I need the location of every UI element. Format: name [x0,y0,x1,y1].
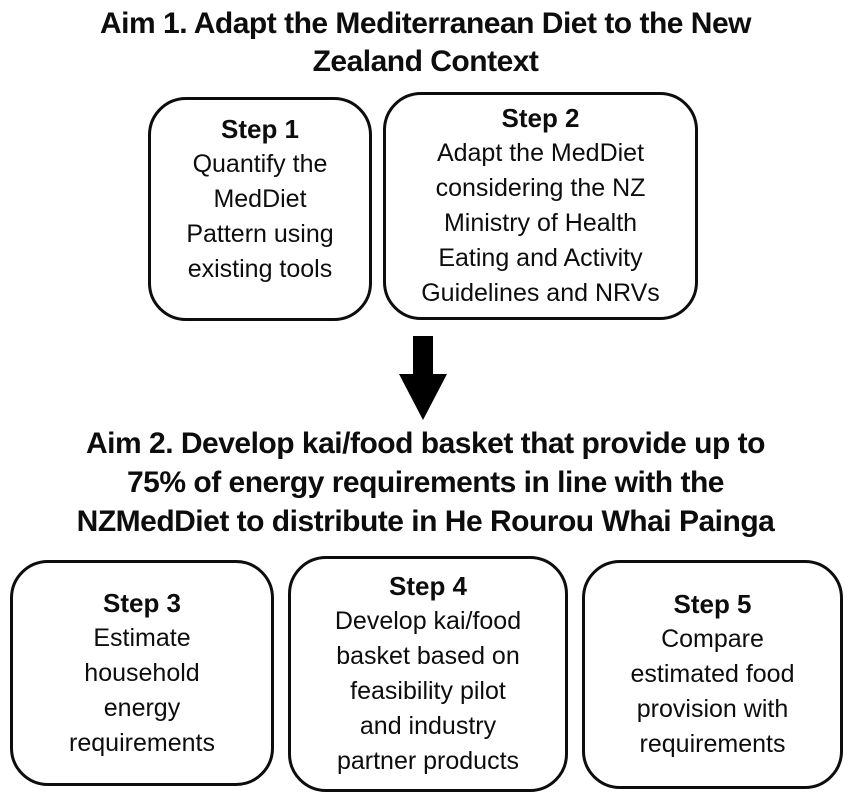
step1-label: Step 1 [220,113,300,144]
step2-body: Adapt the MedDiet considering the NZ Min… [421,139,660,307]
step2-label: Step 2 [501,103,580,133]
step2-box: Step 2 Adapt the MedDiet considering the… [383,92,698,320]
step4-body: Develop kai/food basket based on feasibi… [334,607,522,775]
step1-box: Step 1 Quantify the MedDiet Pattern usin… [148,97,372,321]
aim2-heading: Aim 2. Develop kai/food basket that prov… [76,427,775,538]
down-arrow-icon [399,336,447,420]
step3-box: Step 3 Estimate household energy require… [10,560,274,786]
step1-body: Quantify the MedDiet Pattern using exist… [186,149,334,283]
step3-body: Estimate household energy requirements [69,623,215,757]
step4-box: Step 4 Develop kai/food basket based on … [288,556,568,792]
step5-box: Step 5 Compare estimated food provision … [582,560,843,789]
step4-label: Step 4 [388,571,468,601]
aim1-heading: Aim 1. Adapt the Mediterranean Diet to t… [100,7,752,78]
step5-body: Compare estimated food provision with re… [630,625,795,758]
step3-label: Step 3 [102,587,182,618]
step5-label: Step 5 [673,589,752,619]
